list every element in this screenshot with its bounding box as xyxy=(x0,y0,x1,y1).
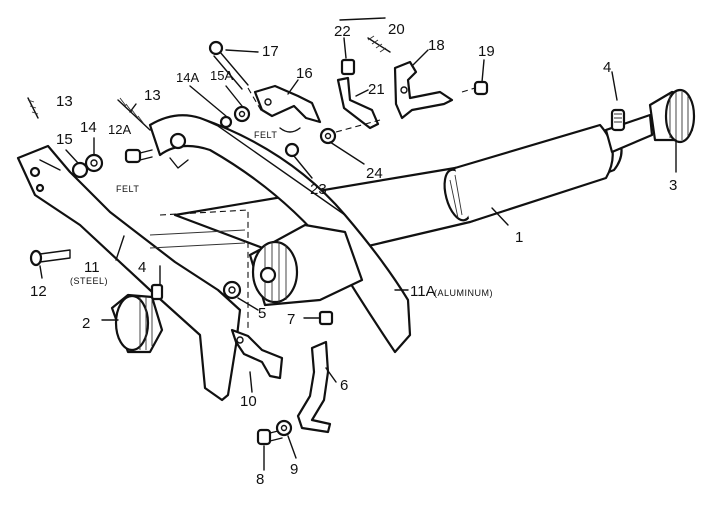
right-shaft xyxy=(604,108,654,154)
aluminum-frame xyxy=(148,114,412,354)
label-felt-left: FELT xyxy=(116,184,139,194)
label-part-12a: 12A xyxy=(108,122,131,137)
label-part-8: 8 xyxy=(256,471,264,488)
washer-5 xyxy=(222,280,242,300)
washers-23-24 xyxy=(284,119,381,158)
label-part-13: 13 xyxy=(144,87,161,104)
left-washers xyxy=(71,153,104,179)
label-part-17: 17 xyxy=(262,43,279,60)
right-knob xyxy=(648,88,696,144)
setscrew-left xyxy=(150,283,164,301)
label-part-1: 1 xyxy=(515,229,523,246)
screw-12 xyxy=(29,249,71,267)
label-part-5: 5 xyxy=(258,305,266,322)
label-part-7: 7 xyxy=(287,311,295,328)
label-part-14a: 14A xyxy=(176,70,199,85)
clip-7 xyxy=(318,310,334,326)
screw-19 xyxy=(461,80,489,96)
label-part-15a: 15A xyxy=(210,68,233,83)
label-part-2: 2 xyxy=(82,315,90,332)
label-part-12: 12 xyxy=(30,283,47,300)
label-part-16: 16 xyxy=(296,65,313,82)
steel-frame xyxy=(16,144,249,402)
label-part-6: 6 xyxy=(340,377,348,394)
link-6 xyxy=(296,340,332,434)
screw-12a xyxy=(124,148,153,164)
label-part-24: 24 xyxy=(366,165,383,182)
label-part-19: 19 xyxy=(478,43,495,60)
spring xyxy=(27,97,151,131)
motor xyxy=(248,223,364,307)
label-part-11a-note: (ALUMINUM) xyxy=(434,288,493,298)
label-part-23: 23 xyxy=(310,181,327,198)
label-part-11-note: (STEEL) xyxy=(70,276,108,286)
label-felt-upper: FELT xyxy=(254,130,277,140)
washers-14a-15a xyxy=(219,105,251,129)
label-part-22: 22 xyxy=(334,23,351,40)
label-part-4-left: 4 xyxy=(138,259,146,276)
clip-22 xyxy=(340,58,356,76)
bracket-16 xyxy=(253,84,322,133)
label-part-9: 9 xyxy=(290,461,298,478)
label-part-14: 14 xyxy=(80,119,97,136)
label-part-11a: 11A xyxy=(410,283,436,300)
bolt-17 xyxy=(208,40,263,113)
screw-8 xyxy=(256,428,283,446)
label-part-20: 20 xyxy=(388,21,405,38)
label-part-11: 11 xyxy=(84,259,100,276)
label-part-3: 3 xyxy=(669,177,677,194)
leader-lines xyxy=(39,37,677,471)
lever-21 xyxy=(336,76,380,130)
spring-20 xyxy=(339,17,391,53)
label-part-15: 15 xyxy=(56,131,73,148)
label-part-21: 21 xyxy=(368,81,385,98)
lever-10 xyxy=(230,328,284,380)
platen-roller xyxy=(173,123,623,264)
left-knob xyxy=(110,293,164,354)
washer-9 xyxy=(275,419,293,437)
bracket-18 xyxy=(393,60,454,120)
label-part-4-right: 4 xyxy=(603,59,611,76)
label-part-10: 10 xyxy=(240,393,257,410)
callouts: 1 2 3 4 4 5 6 7 8 9 10 11 (STEEL) 11A (A… xyxy=(30,21,677,488)
label-part-18: 18 xyxy=(428,37,445,54)
label-part-13-left: 13 xyxy=(56,93,73,110)
